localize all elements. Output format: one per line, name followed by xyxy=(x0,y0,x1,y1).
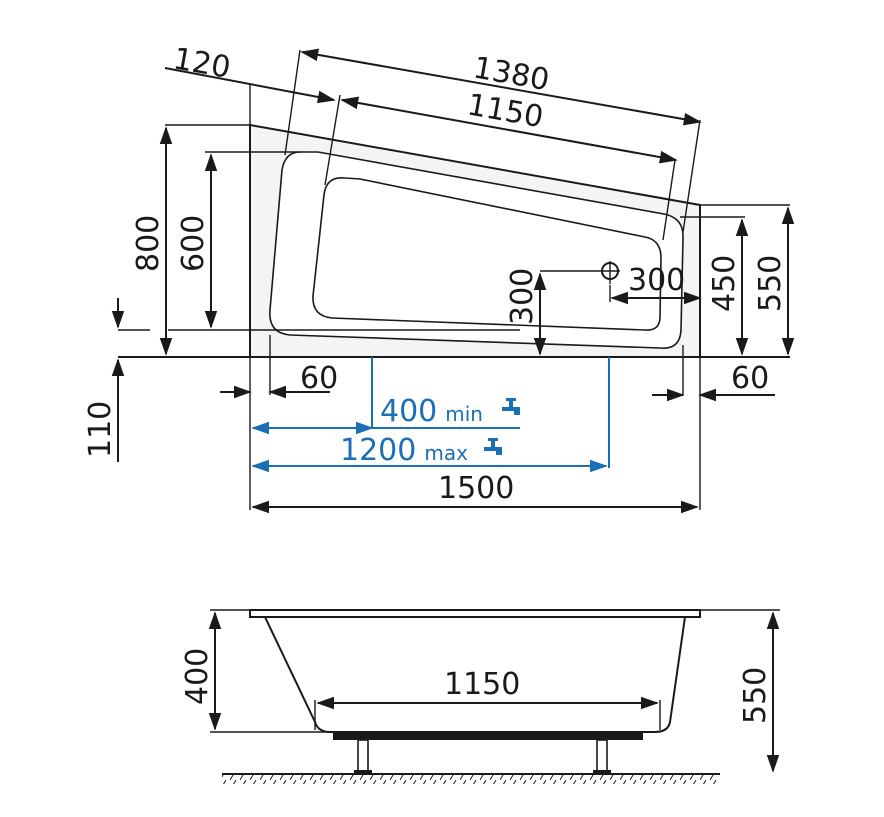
tap-max-label: 1200 max xyxy=(340,433,468,468)
dim-1150-top-line xyxy=(340,96,678,164)
dim-450-label: 450 xyxy=(707,255,742,312)
dim-300-h-label: 300 xyxy=(628,263,685,298)
drain-icon xyxy=(600,261,620,284)
side-foot-left-pad xyxy=(354,770,372,774)
tub-basin xyxy=(312,177,662,331)
dim-side-400-label: 400 xyxy=(180,648,215,705)
ext-1380-left xyxy=(284,49,301,156)
side-base-plate xyxy=(333,732,643,740)
dim-60-left-label: 60 xyxy=(300,361,338,396)
dim-side-1150-label: 1150 xyxy=(444,667,520,702)
dim-550-top-label: 550 xyxy=(753,255,788,312)
dim-120-label: 120 xyxy=(171,41,233,85)
dim-600-label: 600 xyxy=(176,215,211,272)
tap-icon xyxy=(484,438,502,455)
tap-max-suffix: max xyxy=(424,441,468,465)
side-foot-right-pad xyxy=(593,770,611,774)
tap-min-suffix: min xyxy=(445,402,483,426)
side-view: 400 1150 550 xyxy=(180,609,780,784)
top-view: 120 1380 1150 800 600 300 300 450 550 11… xyxy=(83,41,795,514)
dim-300-v-label: 300 xyxy=(505,268,540,325)
dim-60-right-label: 60 xyxy=(731,361,769,396)
dim-1500-label: 1500 xyxy=(438,471,514,506)
dim-side-550-label: 550 xyxy=(738,667,773,724)
dim-110-label: 110 xyxy=(83,401,118,458)
dim-800-label: 800 xyxy=(131,215,166,272)
tap-max-value: 1200 xyxy=(340,433,416,468)
side-rim xyxy=(249,609,701,618)
tap-icon xyxy=(502,398,520,415)
ext-1380-right xyxy=(682,119,701,233)
side-foot-left xyxy=(357,739,369,773)
tap-min-value: 400 xyxy=(380,394,437,429)
side-foot-right xyxy=(596,739,608,773)
tap-min-label: 400 min xyxy=(380,394,483,429)
ext-1150-right xyxy=(662,159,676,241)
floor-hatch xyxy=(222,775,720,784)
